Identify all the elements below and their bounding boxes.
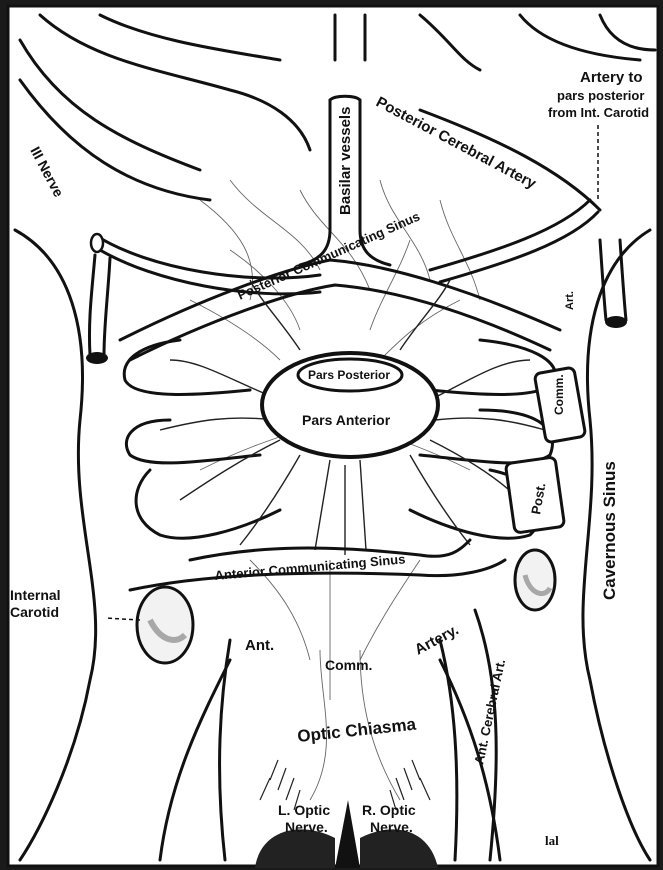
label-r-optic-1: R. Optic (362, 802, 416, 818)
label-l-optic-1: L. Optic (278, 802, 330, 818)
label-r-optic-2: Nerve. (370, 819, 413, 835)
label-comm-right: Comm. (552, 374, 566, 415)
internal-carotid-left (137, 587, 193, 663)
label-comm: Comm. (325, 657, 372, 673)
label-basilar-vessels: Basilar vessels (337, 107, 354, 215)
label-pars-anterior: Pars Anterior (302, 412, 391, 428)
label-internal-carotid-2: Carotid (10, 604, 59, 620)
internal-carotid-right (515, 550, 555, 610)
label-artery-to-2: pars posterior (557, 88, 644, 103)
label-art: Art. (564, 291, 576, 310)
label-ant: Ant. (245, 637, 274, 654)
label-lal: lal (545, 833, 559, 848)
label-l-optic-2: Nerve. (285, 819, 328, 835)
label-pars-posterior: Pars Posterior (308, 368, 390, 382)
label-artery-to-3: from Int. Carotid (548, 105, 649, 120)
label-artery-to-1: Artery to (580, 69, 643, 86)
label-internal-carotid-1: Internal (10, 587, 61, 603)
label-cavernous-sinus: Cavernous Sinus (600, 461, 619, 600)
